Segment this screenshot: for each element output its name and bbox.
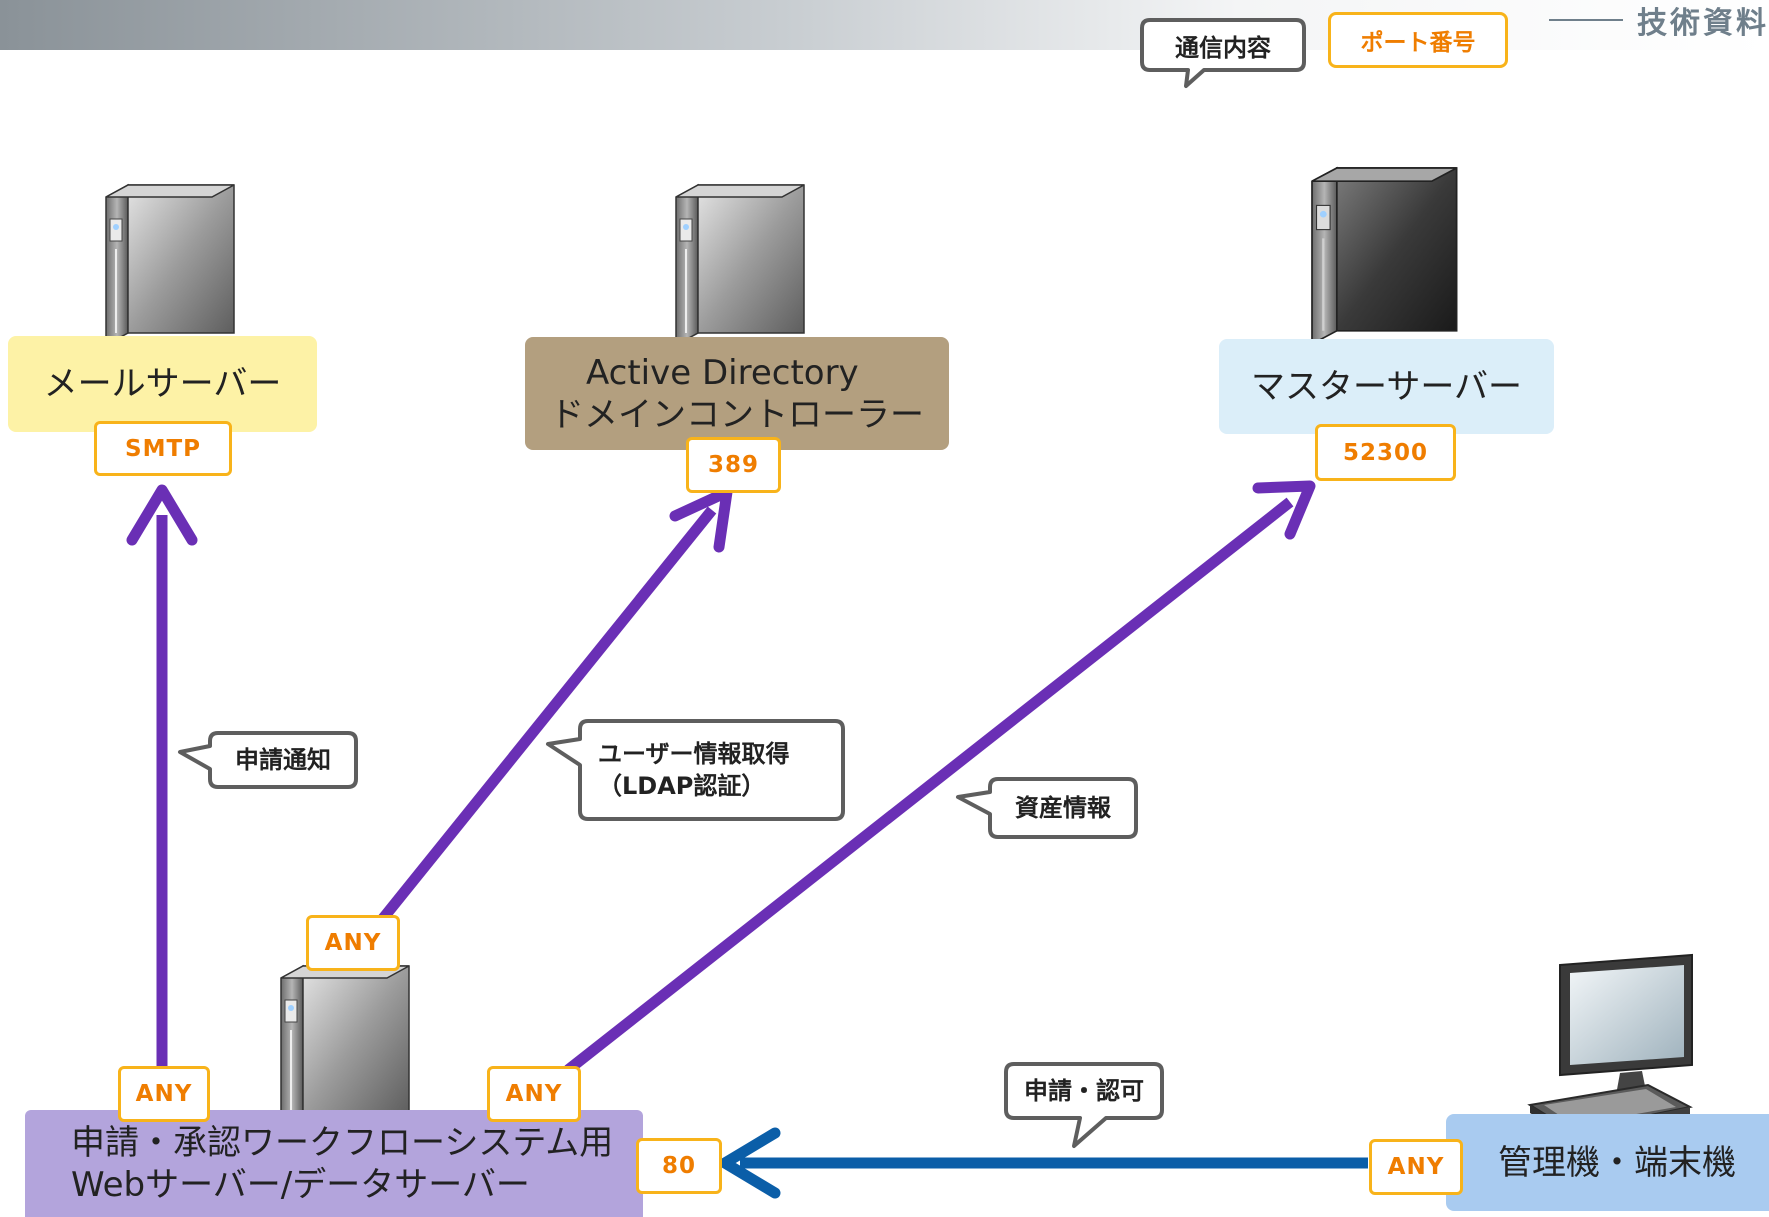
- master-server-node: マスターサーバー: [1219, 339, 1554, 434]
- port-source-mail: ANY: [118, 1066, 210, 1122]
- port-source-mail-text: ANY: [135, 1081, 193, 1107]
- port-source-master: ANY: [487, 1066, 581, 1122]
- web-server-label-line1: 申請・承認ワークフローシステム用: [71, 1122, 614, 1163]
- label-ad-line2: （LDAP認証）: [598, 772, 766, 800]
- label-master-line: 資産情報: [1015, 794, 1111, 822]
- port-source-master-text: ANY: [505, 1081, 563, 1107]
- server-icon: [105, 184, 235, 346]
- label-bubble-client: [1004, 1062, 1164, 1148]
- header-rule: [1549, 19, 1623, 21]
- web-server-label-line2: Webサーバー/データサーバー: [71, 1164, 530, 1205]
- arrow-client-to-web: [719, 1127, 1368, 1199]
- port-web: 80: [636, 1138, 722, 1194]
- port-mail: SMTP: [94, 421, 232, 476]
- label-ad-text: ユーザー情報取得 （LDAP認証）: [598, 721, 843, 819]
- desktop-computer-icon: [1527, 953, 1693, 1139]
- port-master-text: 52300: [1342, 439, 1429, 466]
- port-mail-text: SMTP: [125, 435, 201, 462]
- client-label: 管理機・端末機: [1498, 1142, 1736, 1183]
- web-server-node: 申請・承認ワークフローシステム用 Webサーバー/データサーバー: [25, 1110, 643, 1217]
- legend-port: ポート番号: [1328, 12, 1508, 68]
- ad-server-label-line2: ドメインコントローラー: [550, 394, 924, 435]
- client-node: 管理機・端末機: [1446, 1114, 1769, 1211]
- port-ad: 389: [686, 437, 781, 493]
- master-server-label: マスターサーバー: [1251, 366, 1522, 407]
- ad-server-label-line1: Active Directory: [586, 352, 859, 393]
- port-source-ad: ANY: [306, 915, 400, 971]
- legend-content: 通信内容: [1142, 18, 1304, 72]
- port-ad-text: 389: [707, 452, 759, 478]
- arrow-web-to-ad: [367, 486, 733, 936]
- label-client-line: 申請・認可: [1024, 1077, 1144, 1105]
- legend-port-text: ポート番号: [1360, 30, 1476, 56]
- server-icon: [280, 965, 410, 1127]
- ad-server-node: Active Directory ドメインコントローラー: [525, 337, 949, 450]
- label-master-text: 資産情報: [990, 779, 1136, 837]
- mail-server-node: メールサーバー: [8, 336, 317, 432]
- label-bubble-master: [956, 777, 1138, 839]
- port-source-ad-text: ANY: [324, 930, 382, 956]
- port-client-text: ANY: [1387, 1154, 1445, 1180]
- label-mail-text: 申請通知: [210, 733, 356, 787]
- port-web-text: 80: [661, 1153, 696, 1179]
- arrow-web-to-master: [564, 480, 1316, 1075]
- label-client-text: 申請・認可: [1006, 1064, 1162, 1118]
- label-bubble-ad: [546, 719, 845, 821]
- label-bubble-mail: [178, 731, 358, 789]
- port-client: ANY: [1369, 1139, 1463, 1195]
- legend-content-text: 通信内容: [1175, 33, 1271, 62]
- mail-server-label: メールサーバー: [43, 364, 282, 404]
- server-icon: [675, 184, 805, 346]
- header-title: 技術資料: [1541, 0, 1769, 41]
- legend-content-bubble: [1140, 18, 1306, 88]
- header-title-text: 技術資料: [1637, 6, 1769, 41]
- label-mail-line: 申請通知: [235, 746, 331, 774]
- arrow-web-to-mail: [126, 484, 198, 1082]
- server-icon: [1310, 166, 1458, 346]
- label-ad-line1: ユーザー情報取得: [598, 740, 790, 768]
- port-master: 52300: [1315, 424, 1456, 481]
